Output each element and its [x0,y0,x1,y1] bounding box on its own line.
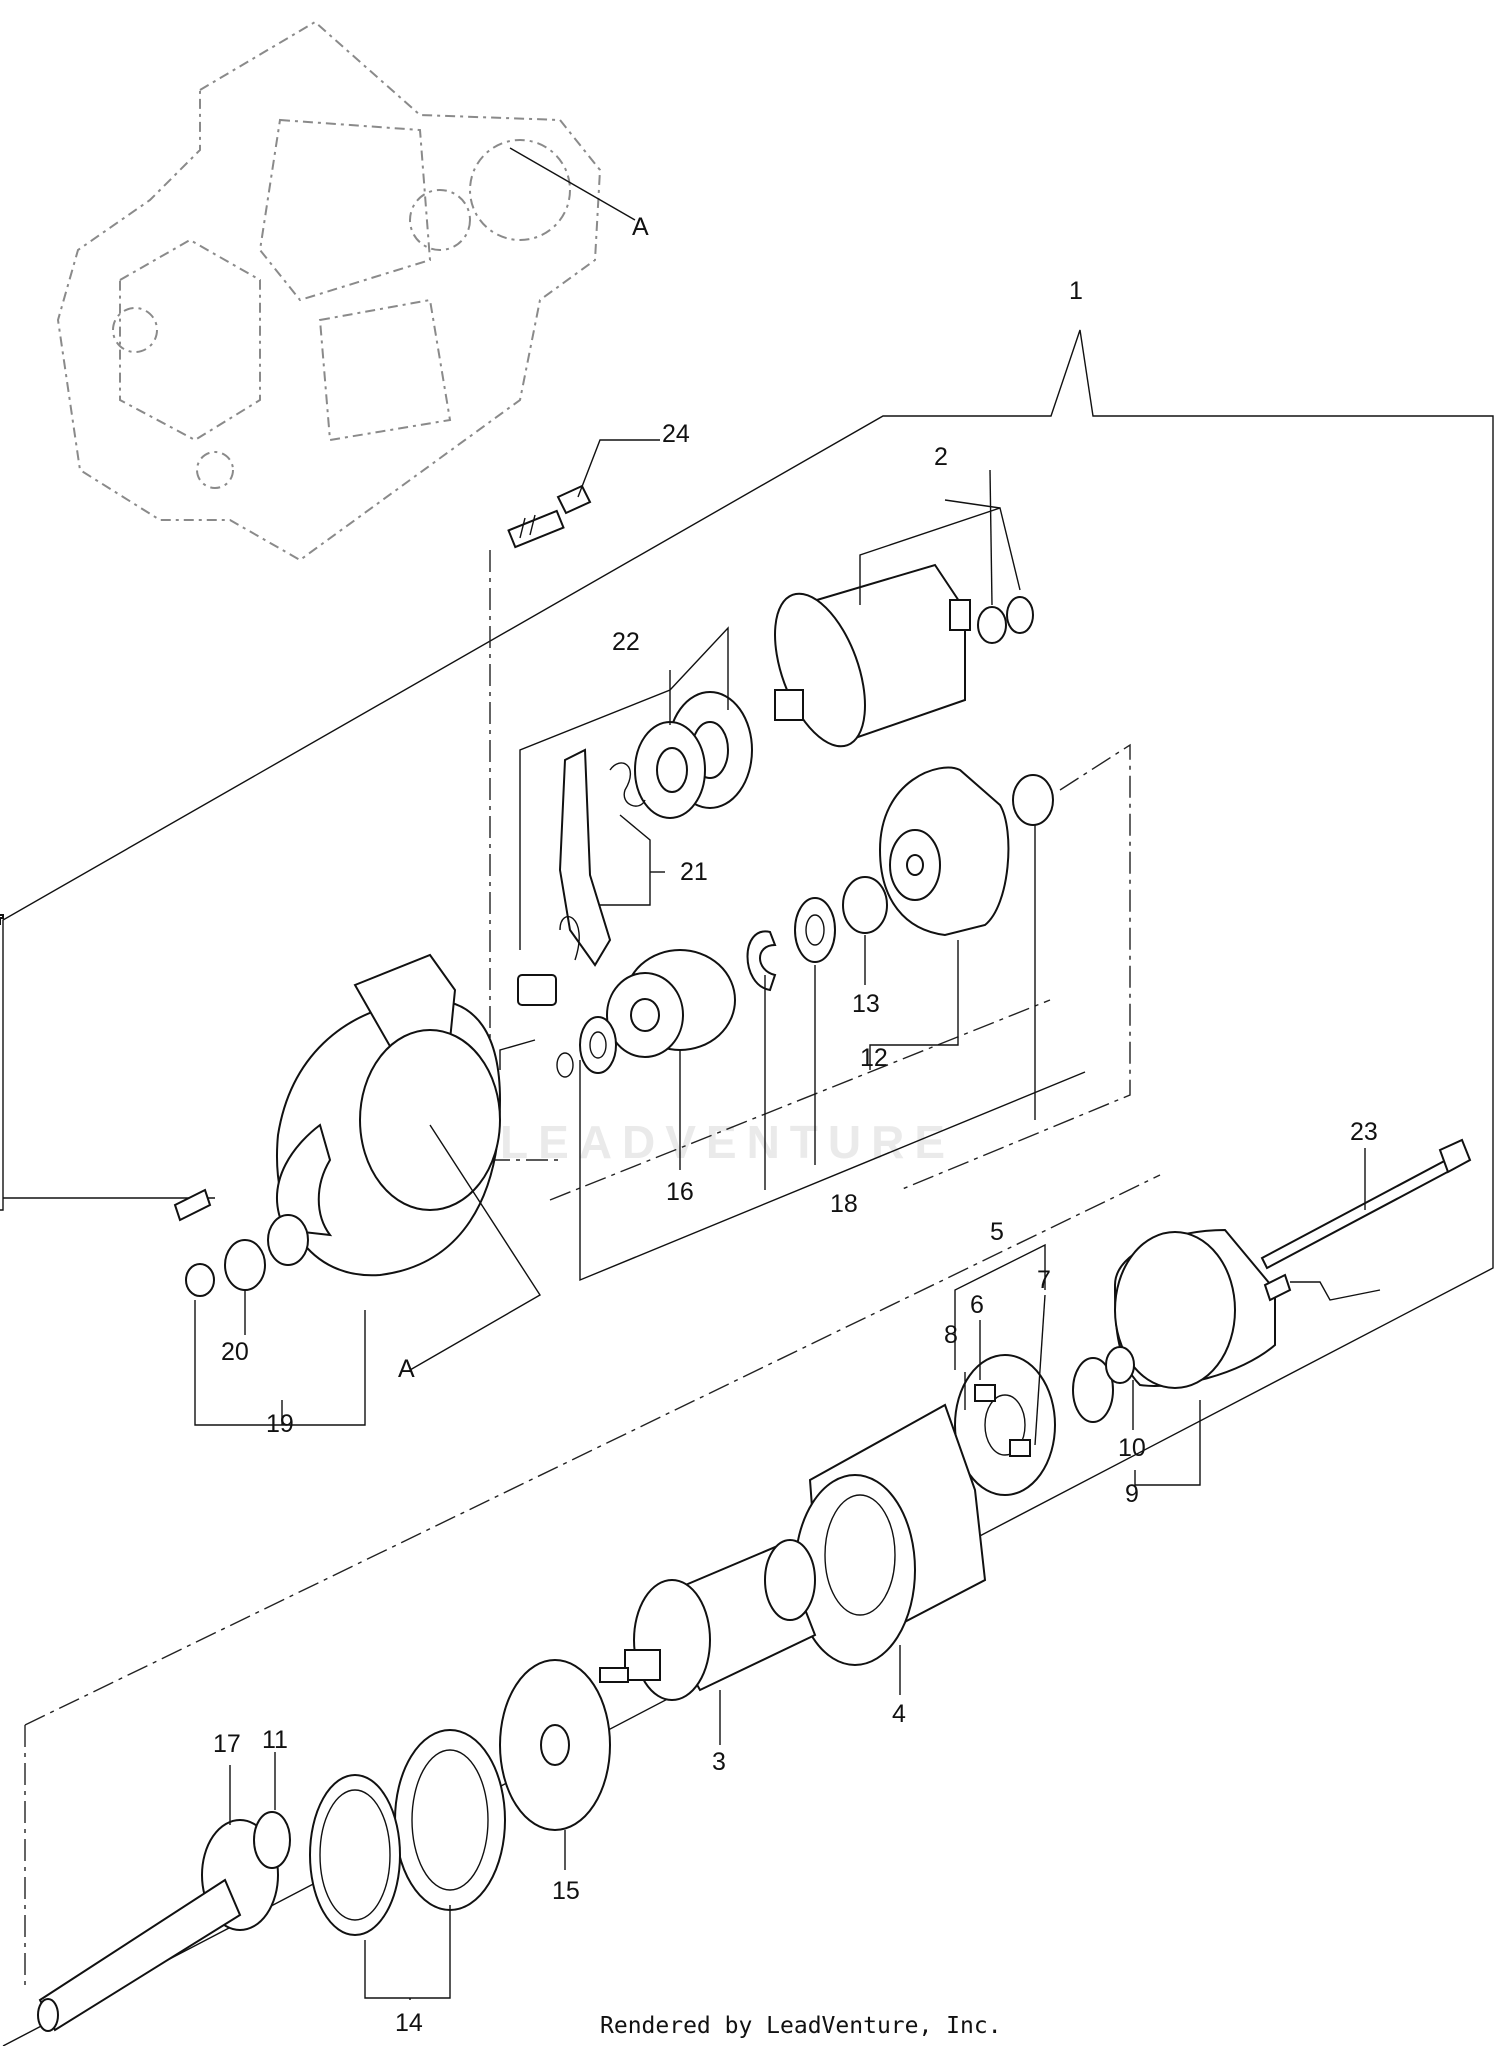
callout-21: 21 [680,858,708,886]
callout-15: 15 [552,1877,580,1905]
callout-14: 14 [395,2009,423,2037]
leader-9 [1134,1400,1201,1486]
through-bolt-23 [1260,1138,1472,1270]
leader-A-front [409,1124,541,1371]
callout-19: 19 [266,1410,294,1438]
callout-24: 24 [662,420,690,448]
callout-23: 23 [1350,1118,1378,1146]
shaft-17 [37,1811,291,2032]
callout-18: 18 [830,1190,858,1218]
callout-7: 7 [1037,1266,1051,1294]
end-cover-9 [1105,1228,1292,1389]
engine-housing-outline [56,20,602,562]
leader-12 [869,940,959,1070]
washers-18 [746,876,888,992]
callout-8: 8 [944,1321,958,1349]
callout-A-top: A [632,213,649,241]
assembly-frame [0,329,1494,2046]
leader-21 [600,814,651,906]
leader-bolt-side [1290,1281,1381,1301]
front-housing-19 [173,953,502,1297]
callout-13: 13 [852,990,880,1018]
dash-line-mid [549,999,1051,1201]
callout-16: 16 [666,1178,694,1206]
pinion-16 [556,949,736,1078]
callout-10: 10 [1118,1434,1146,1462]
brush-block [517,974,557,1006]
leader-18 [579,1060,1086,1282]
leader-A-top [509,147,636,221]
callout-1: 1 [1069,277,1083,305]
bolt-24 [507,484,592,549]
leader-2 [859,507,1021,605]
solenoid-2 [774,563,1034,748]
callout-5: 5 [990,1218,1004,1246]
leader-24 [577,439,660,498]
callout-2: 2 [934,443,948,471]
callout-11: 11 [262,1726,288,1754]
leader-14 [364,1905,451,1999]
leader-5 [954,1243,1046,1370]
watermark: LEADVENTURE [500,1116,955,1168]
dash-line-upper-right [899,743,1131,1191]
leader-2c [944,499,1001,509]
footer-credit: Rendered by LeadVenture, Inc. [600,2013,1002,2039]
bracket-12 [878,766,1054,937]
internal-gear-14 [309,1729,506,1936]
callout-22: 22 [612,628,640,656]
plate-15 [499,1659,611,1831]
callout-4: 4 [892,1700,906,1728]
yoke-4 [794,1403,987,1666]
dash-line-lower [24,1174,1161,1726]
callout-9: 9 [1125,1480,1139,1508]
lever-21 [558,748,646,967]
leader-7 [1034,1294,1046,1446]
leader-2b [989,469,993,606]
callout-12: 12 [860,1044,888,1072]
callout-3: 3 [712,1748,726,1776]
armature-3 [599,1539,817,1701]
callout-6: 6 [970,1291,984,1319]
callout-A-front: A [398,1355,415,1383]
callout-17: 17 [213,1730,241,1758]
leader-bolt-24-path [499,1039,536,1070]
leader-19 [194,1300,366,1426]
callout-20: 20 [221,1338,249,1366]
brush-holder-5 [954,1354,1114,1496]
plate-22 [634,691,753,819]
